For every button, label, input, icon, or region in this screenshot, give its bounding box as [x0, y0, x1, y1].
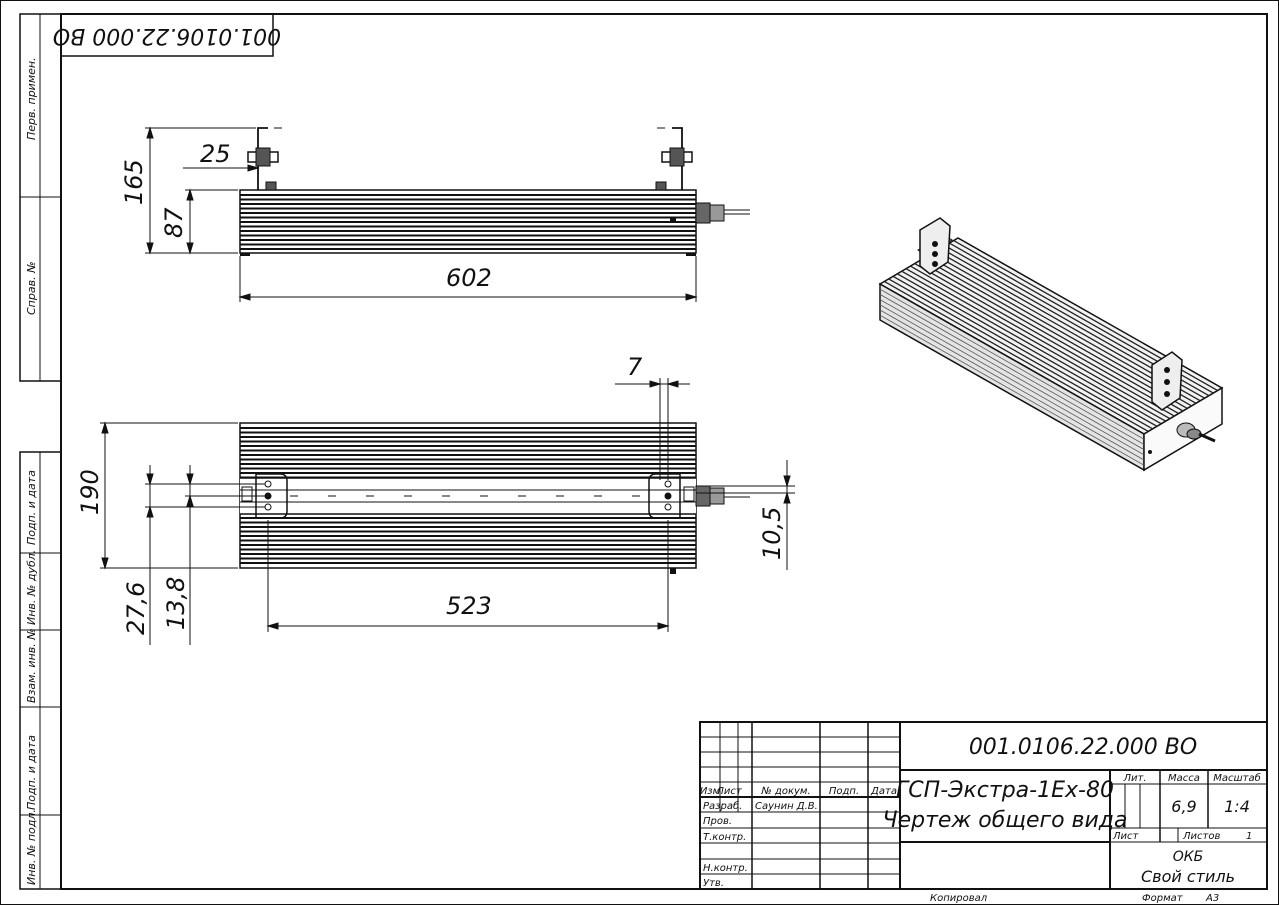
tb-lbl-listov: Листов	[1182, 831, 1220, 842]
footer-format-label: Формат	[1142, 893, 1184, 904]
isometric-view	[878, 217, 1224, 472]
dim-27-6: 27,6	[122, 582, 150, 635]
dim-190: 190	[76, 469, 104, 515]
tb-designation: 001.0106.22.000 ВО	[969, 735, 1197, 760]
dim-7: 7	[627, 353, 643, 381]
strip-sprav-num: Справ. №	[25, 261, 38, 315]
tb-row-prov: Пров.	[703, 816, 732, 827]
tb-name-line1: ГСП-Экстра-1Ех-80	[896, 778, 1114, 803]
tb-hdr-lit: Лит.	[1122, 773, 1146, 784]
fin-line	[879, 304, 1145, 456]
plan-view	[239, 422, 750, 574]
tb-lbl-list: Лист	[1112, 831, 1140, 842]
strip-perv-primen: Перв. примен.	[25, 57, 38, 140]
fin-line	[897, 273, 1162, 425]
fin-line	[910, 265, 1175, 417]
fin-line	[879, 288, 1145, 440]
fin-line	[927, 255, 1192, 407]
tb-name-line2: Чертеж общего вида	[883, 808, 1128, 833]
tb-hdr-massa: Масса	[1168, 773, 1200, 784]
fin-line	[901, 270, 1166, 422]
fin-line	[923, 257, 1188, 410]
tb-row-tkontr: Т.контр.	[703, 832, 746, 843]
dim-10-5: 10,5	[758, 507, 786, 560]
fin-line	[884, 280, 1149, 433]
fin-line	[892, 275, 1158, 427]
stamp-code: 001.0106.22.000 ВО	[53, 23, 281, 48]
tb-col-podp: Подп.	[829, 786, 859, 797]
footer-format-value: А3	[1205, 893, 1219, 904]
dim-87: 87	[160, 207, 188, 238]
tb-col-list: Лист	[715, 786, 743, 797]
tb-col-docnum: № докум.	[760, 786, 810, 797]
strip-podp-data-2: Подп. и дата	[25, 735, 38, 810]
title-block	[699, 721, 1268, 890]
tb-val-masshtab: 1:4	[1224, 797, 1250, 816]
strip-podp-data-1: Подп. и дата	[25, 470, 38, 545]
tb-col-izm: Изм	[700, 786, 721, 797]
dim-165: 165	[120, 159, 148, 205]
tb-row-utv: Утв.	[703, 878, 724, 889]
tb-row-nkontr: Н.контр.	[703, 863, 748, 874]
tb-org-line2: Свой стиль	[1141, 867, 1235, 886]
front-view	[239, 127, 750, 256]
tb-hdr-masshtab: Масштаб	[1213, 772, 1261, 784]
tb-val-massa: 6,9	[1171, 797, 1196, 816]
tb-razrab-name: Саунин Д.В.	[755, 801, 818, 812]
left-side-strips: Перв. примен. Справ. № Подп. и дата Инв.…	[19, 13, 62, 890]
fin-line	[879, 309, 1145, 461]
fin-line	[879, 294, 1145, 445]
tb-row-razrab: Разраб.	[703, 800, 742, 812]
fin-line	[879, 299, 1145, 450]
fin-line	[918, 260, 1184, 412]
fin-line	[879, 314, 1145, 466]
footer-kopiroval: Копировал	[930, 893, 988, 904]
tb-org-line1: ОКБ	[1173, 849, 1204, 865]
dim-602: 602	[446, 264, 492, 292]
strip-vzam-inv: Взам. инв. №	[25, 628, 38, 703]
dim-523: 523	[446, 592, 492, 620]
tb-val-listov: 1	[1246, 831, 1252, 842]
title-block-text: 001.0106.22.000 ВО ГСП-Экстра-1Ех-80 Чер…	[700, 735, 1261, 889]
strip-inv-dubl: Инв. № дубл.	[25, 550, 38, 625]
tb-col-data: Дата	[870, 786, 897, 797]
fin-line	[914, 262, 1179, 415]
dim-13-8: 13,8	[162, 577, 190, 630]
fin-line	[905, 268, 1171, 420]
strip-inv-podl: Инв. № подл.	[25, 809, 38, 885]
dim-25: 25	[200, 140, 231, 168]
fin-line	[888, 278, 1153, 430]
front-view-dimensions	[145, 126, 698, 302]
top-left-stamp: 001.0106.22.000 ВО	[53, 13, 281, 57]
plan-view-dimensions	[100, 378, 795, 645]
